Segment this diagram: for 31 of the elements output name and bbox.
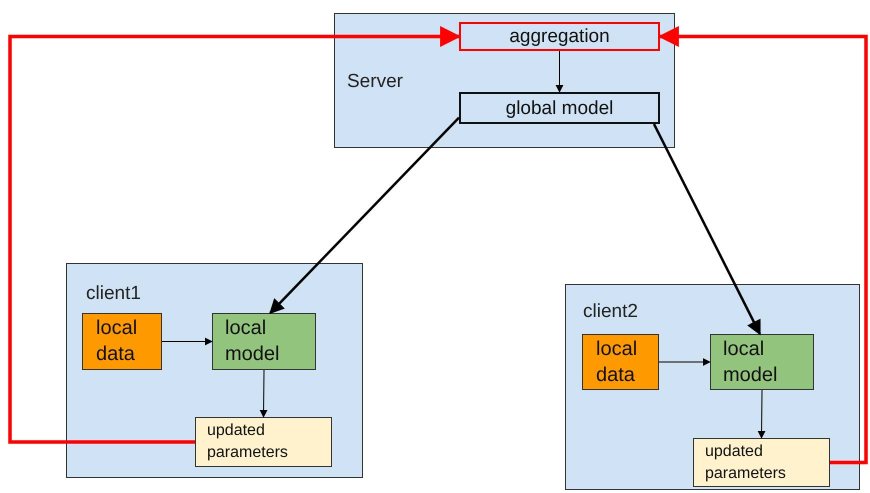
process-box — [459, 22, 660, 51]
node-label: local data — [96, 316, 138, 367]
arrow — [658, 26, 868, 464]
arrow — [8, 26, 462, 444]
parameters-box — [195, 417, 332, 467]
node-label: local data — [596, 337, 638, 388]
data-box — [582, 334, 659, 390]
process-box — [459, 92, 660, 124]
group-box — [66, 263, 363, 478]
parameters-box — [693, 438, 830, 487]
node-label: local model — [723, 337, 778, 388]
model-box — [710, 334, 814, 390]
group-box — [334, 13, 675, 148]
node-label: client1 — [86, 284, 141, 303]
arrow — [658, 358, 711, 366]
arrow — [652, 123, 762, 336]
arrow — [758, 390, 766, 439]
node-label: aggregation — [509, 27, 610, 46]
model-box — [212, 313, 316, 370]
node-label: global model — [506, 98, 614, 118]
data-box — [82, 313, 162, 370]
node-label: client2 — [583, 302, 638, 321]
node-label: updated parameters — [705, 442, 787, 484]
arrow — [556, 50, 564, 93]
group-box — [565, 284, 860, 490]
arrow — [269, 116, 460, 314]
arrow — [162, 338, 213, 346]
node-label: updated parameters — [207, 421, 289, 463]
node-label: local model — [225, 316, 280, 367]
arrow — [260, 370, 268, 418]
node-label: Server — [347, 72, 403, 91]
